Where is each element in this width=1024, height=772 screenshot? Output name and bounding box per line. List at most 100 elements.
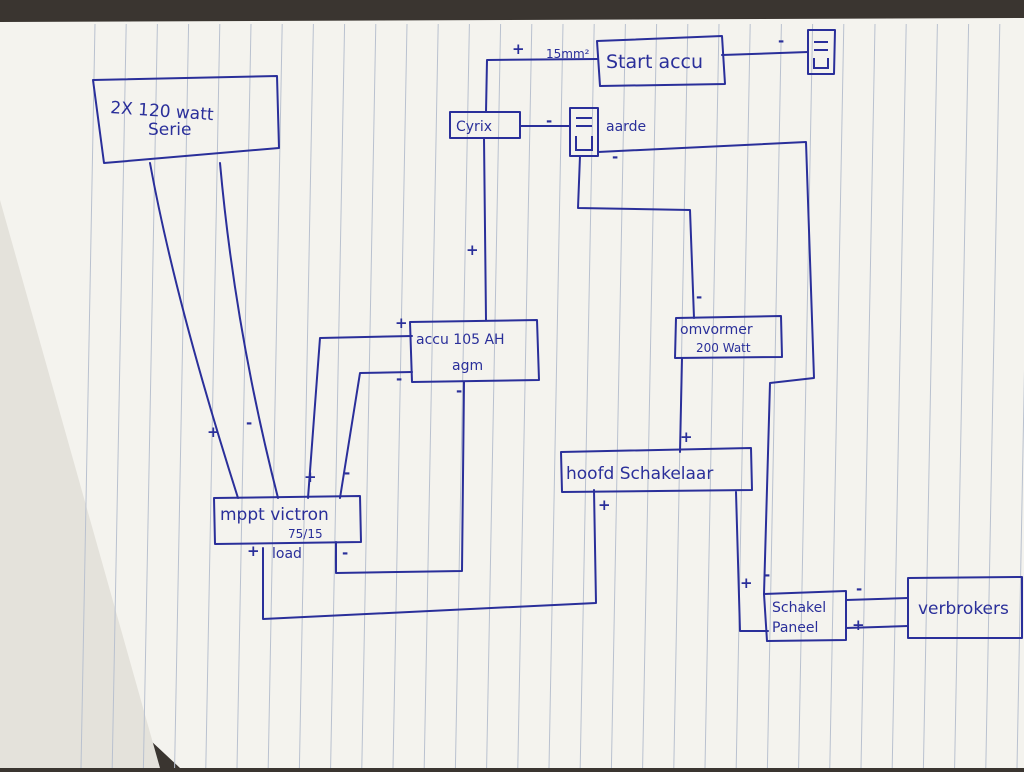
wires <box>149 51 909 632</box>
paper-rule-line <box>735 23 751 769</box>
box-consumers <box>907 576 1023 639</box>
minus-sign: - <box>246 414 252 432</box>
paper-rule-line <box>80 23 96 769</box>
minus-sign: - <box>612 148 618 166</box>
plus-sign: + <box>852 616 865 634</box>
box-solar-panels <box>92 75 280 164</box>
paper-rule-line <box>298 23 314 769</box>
paper-rule-line <box>954 23 970 769</box>
wire-load-main-switch <box>262 489 597 620</box>
minus-sign: - <box>778 32 784 50</box>
wire-inverter-main-switch <box>679 357 683 453</box>
wire-solar-plus <box>149 162 239 499</box>
switch-panel-label-1: Schakel <box>772 600 826 616</box>
paper-rule-line <box>392 23 408 769</box>
box-mppt <box>213 495 362 545</box>
wire-ground-inverter <box>577 155 695 319</box>
switch-panel-label-2: Paneel <box>772 620 818 636</box>
wire-main-switch-panel <box>735 491 769 632</box>
paper-rule-line <box>891 23 907 769</box>
box-ground-symbol <box>569 107 599 157</box>
paper-rule-line <box>454 23 470 769</box>
plus-sign: + <box>680 428 693 446</box>
box-start-battery <box>596 35 726 87</box>
paper-rule-line <box>174 23 190 769</box>
paper-rule-line <box>829 23 845 769</box>
wire-ground-switchpanel <box>597 141 815 595</box>
mppt-label-2: 75/15 <box>288 527 323 541</box>
plus-sign: + <box>247 542 260 560</box>
inverter-label-1: omvormer <box>680 322 753 338</box>
paper-shadow-left <box>0 200 160 768</box>
wire-agm-cyrix <box>483 137 487 321</box>
wire-cyrix-start <box>485 58 599 113</box>
plus-sign: + <box>512 40 525 58</box>
paper-rule-lines <box>80 23 1024 769</box>
ground-symbol-marks <box>575 41 829 151</box>
paper-rule-line <box>548 23 564 769</box>
agm-battery-label-1: accu 105 AH <box>416 332 505 348</box>
paper-rule-line <box>1016 369 1024 769</box>
paper-rule-line <box>704 23 720 769</box>
load-label: load <box>272 546 302 562</box>
paper-rule-line <box>860 23 876 769</box>
plus-sign: + <box>395 314 408 332</box>
box-cyrix <box>449 111 521 139</box>
minus-sign: - <box>456 382 462 400</box>
wire-panel-consumers-minus <box>845 597 909 601</box>
wire-mppt-plus-agm <box>307 335 413 499</box>
main-switch-label: hoofd Schakelaar <box>566 464 713 484</box>
box-start-ground-symbol <box>807 29 836 75</box>
paper-rule-line <box>517 23 533 769</box>
plus-sign: + <box>598 496 611 514</box>
minus-sign: - <box>696 288 702 306</box>
agm-battery-label-2: agm <box>452 358 483 374</box>
mppt-label-1: mppt victron <box>220 505 329 525</box>
paper-rule-line <box>922 23 938 769</box>
paper-rule-line <box>985 23 1001 769</box>
plus-sign: + <box>207 423 220 441</box>
plus-sign: + <box>740 574 753 592</box>
paper-rule-line <box>766 23 782 769</box>
paper-rule-line <box>111 23 127 769</box>
wire-mppt-minus-agm <box>339 371 413 499</box>
minus-sign: - <box>396 370 402 388</box>
cable-size-label: 15mm² <box>546 47 590 61</box>
box-inverter <box>674 315 783 359</box>
wire-panel-consumers-plus <box>845 625 909 629</box>
ground-label: aarde <box>606 119 646 135</box>
inverter-label-2: 200 Watt <box>696 341 751 355</box>
ground-mark-start <box>813 41 829 69</box>
consumers-label: verbrokers <box>918 599 1009 619</box>
plus-sign: + <box>304 468 317 486</box>
wire-solar-minus <box>219 162 279 499</box>
polarity-signs: + - - - + + - - - + - + - + + + - + - - … <box>207 32 865 634</box>
minus-sign: - <box>342 544 348 562</box>
paper-rule-line <box>361 23 377 769</box>
paper-rule-line <box>205 23 221 769</box>
paper-rule-line <box>330 23 346 769</box>
minus-sign: - <box>344 464 350 482</box>
paper-rule-line <box>423 23 439 769</box>
component-boxes <box>92 29 1023 642</box>
plus-sign: + <box>466 241 479 259</box>
paper-rule-line <box>486 23 502 769</box>
paper-rule-line <box>798 23 814 769</box>
box-agm-battery <box>409 319 540 383</box>
solar-panels-label-2: Serie <box>148 120 191 140</box>
ground-mark-main <box>575 117 593 151</box>
paper-rule-line <box>236 23 252 769</box>
paper-sheet <box>0 18 1024 768</box>
box-switch-panel <box>763 590 847 642</box>
box-main-switch <box>560 447 753 493</box>
start-battery-label: Start accu <box>606 51 703 73</box>
paper-rule-line <box>610 23 626 769</box>
paper-rule-line <box>142 23 158 769</box>
wire-start-ground <box>721 51 809 56</box>
minus-sign: - <box>856 580 862 598</box>
minus-sign: - <box>764 566 770 584</box>
minus-sign: - <box>546 112 552 130</box>
cyrix-label: Cyrix <box>456 119 492 135</box>
